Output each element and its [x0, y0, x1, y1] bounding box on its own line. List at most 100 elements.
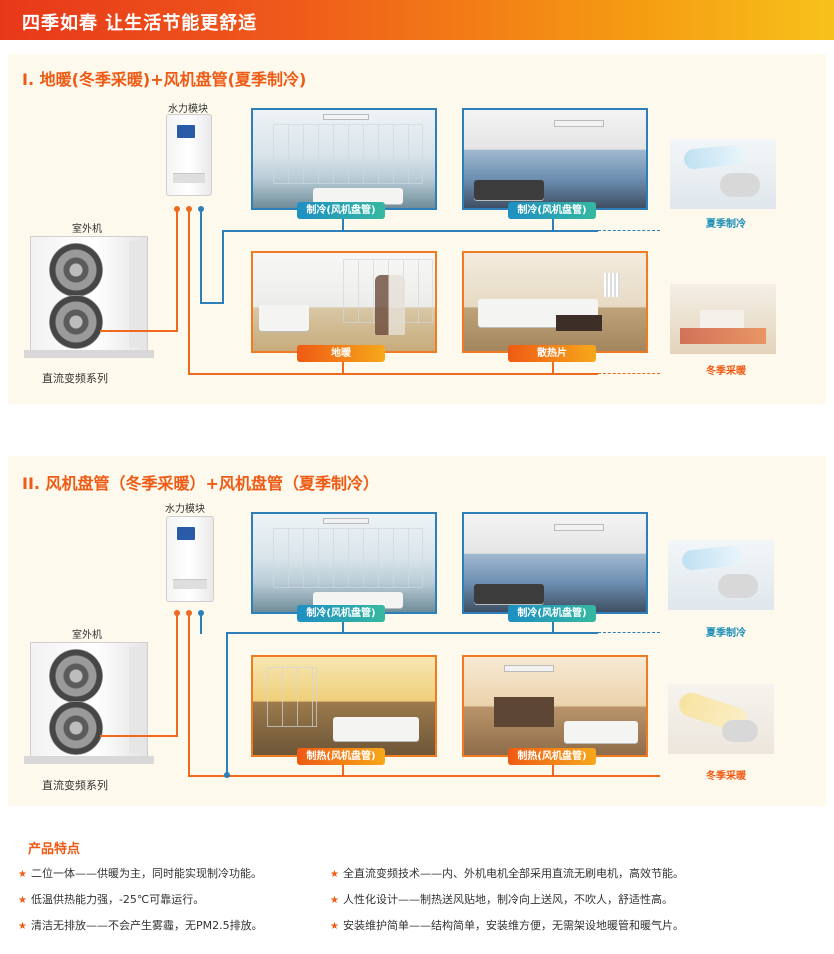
pill-label: 制冷(风机盘管)	[508, 605, 596, 622]
room-photo-living-cooling	[251, 108, 437, 210]
window	[273, 528, 423, 588]
outdoor-unit-base	[24, 756, 154, 764]
feature-item: ★安装维护简单——结构简单，安装维方便，无需架设地暖管和暖气片。	[330, 919, 684, 932]
star-icon: ★	[18, 921, 27, 932]
unit-strip	[173, 173, 205, 183]
room-photo-radiator	[462, 251, 648, 353]
floor-heat-glow	[680, 328, 766, 344]
hydro-module-label: 水力模块	[168, 104, 208, 115]
room-photo-heating-2	[462, 655, 648, 757]
person-relaxing	[722, 720, 758, 742]
window	[273, 124, 423, 184]
winter-caption: 冬季采暖	[706, 366, 746, 377]
pipe	[200, 210, 202, 304]
pill-label: 制冷(风机盘管)	[297, 202, 385, 219]
pill-label: 散热片	[508, 345, 596, 362]
summer-caption: 夏季制冷	[706, 219, 746, 230]
features-title: 产品特点	[28, 842, 81, 857]
pipe	[100, 330, 177, 332]
pipe-node	[186, 610, 192, 616]
pipe	[200, 614, 202, 634]
room-photo-city-cooling	[462, 512, 648, 614]
feature-item: ★全直流变频技术——内、外机电机全部采用直流无刷电机，高效节能。	[330, 867, 684, 880]
window	[267, 667, 317, 727]
pipe	[226, 632, 228, 776]
coffee-table	[556, 315, 602, 331]
hydro-module-unit	[166, 114, 212, 196]
feature-item: ★清洁无排放——不会产生雾霾，无PM2.5排放。	[18, 919, 263, 932]
fan-icon	[49, 701, 103, 755]
pipe	[552, 763, 554, 776]
fan-icon	[49, 243, 103, 297]
sofa	[313, 188, 403, 204]
room-photo-city-cooling	[462, 108, 648, 210]
unit-display-icon	[177, 527, 195, 540]
pipe-node	[198, 206, 204, 212]
outdoor-unit-label: 室外机	[72, 630, 102, 641]
pipe	[552, 218, 554, 231]
room-photo-heating-1	[251, 655, 437, 757]
pipe	[222, 230, 598, 232]
unit-side-panel	[129, 647, 143, 753]
pipe	[552, 360, 554, 374]
people-figure	[375, 275, 405, 335]
ceiling-vent	[554, 524, 604, 531]
pipe-node	[174, 610, 180, 616]
pill-label: 制热(风机盘管)	[508, 748, 596, 765]
pipe	[176, 210, 178, 332]
pipe	[200, 302, 224, 304]
pipe-dashed	[598, 373, 660, 374]
person-relaxing	[718, 574, 758, 598]
pill-label: 地暖	[297, 345, 385, 362]
feature-item: ★二位一体——供暖为主，同时能实现制冷功能。	[18, 867, 262, 880]
person-relaxing	[720, 173, 760, 197]
outdoor-unit-base	[24, 350, 154, 358]
star-icon: ★	[18, 869, 27, 880]
ceiling-vent	[323, 114, 369, 120]
hydro-module-label: 水力模块	[165, 504, 205, 515]
unit-side-panel	[129, 241, 143, 347]
feature-item: ★人性化设计——制热送风贴地，制冷向上送风，不吹人，舒适性高。	[330, 893, 673, 906]
pipe	[188, 775, 660, 777]
outdoor-unit-label: 室外机	[72, 224, 102, 235]
pill-label: 制冷(风机盘管)	[297, 605, 385, 622]
pipe	[226, 632, 598, 634]
pipe	[176, 614, 178, 737]
pipe	[342, 620, 344, 633]
pipe-node	[174, 206, 180, 212]
tv-cabinet	[494, 697, 554, 727]
star-icon: ★	[330, 895, 339, 906]
star-icon: ★	[330, 921, 339, 932]
unit-strip	[173, 579, 207, 589]
pipe	[342, 763, 344, 776]
room-photo-floor-heating	[251, 251, 437, 353]
ceiling-vent	[554, 120, 604, 127]
scene-winter-heating	[670, 284, 776, 354]
radiator	[604, 273, 620, 297]
section-1-title: I. 地暖(冬季采暖)+风机盘管(夏季制冷)	[22, 70, 307, 89]
series-label: 直流变频系列	[42, 779, 108, 792]
star-icon: ★	[330, 869, 339, 880]
scene-summer-cooling	[668, 540, 774, 610]
bed	[700, 310, 744, 328]
sofa	[474, 180, 544, 200]
summer-caption: 夏季制冷	[706, 628, 746, 639]
pill-label: 制冷(风机盘管)	[508, 202, 596, 219]
pipe	[222, 230, 224, 304]
pill-label: 制热(风机盘管)	[297, 748, 385, 765]
outdoor-unit	[30, 642, 148, 758]
unit-display-icon	[177, 125, 195, 138]
outdoor-unit	[30, 236, 148, 352]
hydro-module-unit	[166, 516, 214, 602]
pipe	[342, 360, 344, 374]
pipe	[100, 735, 177, 737]
room-photo-living-cooling	[251, 512, 437, 614]
sofa	[333, 717, 419, 741]
pipe	[188, 373, 598, 375]
pipe	[188, 614, 190, 776]
ceiling-vent	[504, 665, 554, 672]
section-2-title: II. 风机盘管（冬季采暖）+风机盘管（夏季制冷）	[22, 474, 379, 493]
sofa	[259, 305, 309, 331]
ceiling-vent	[323, 518, 369, 524]
page-header: 四季如春 让生活节能更舒适	[0, 0, 834, 40]
